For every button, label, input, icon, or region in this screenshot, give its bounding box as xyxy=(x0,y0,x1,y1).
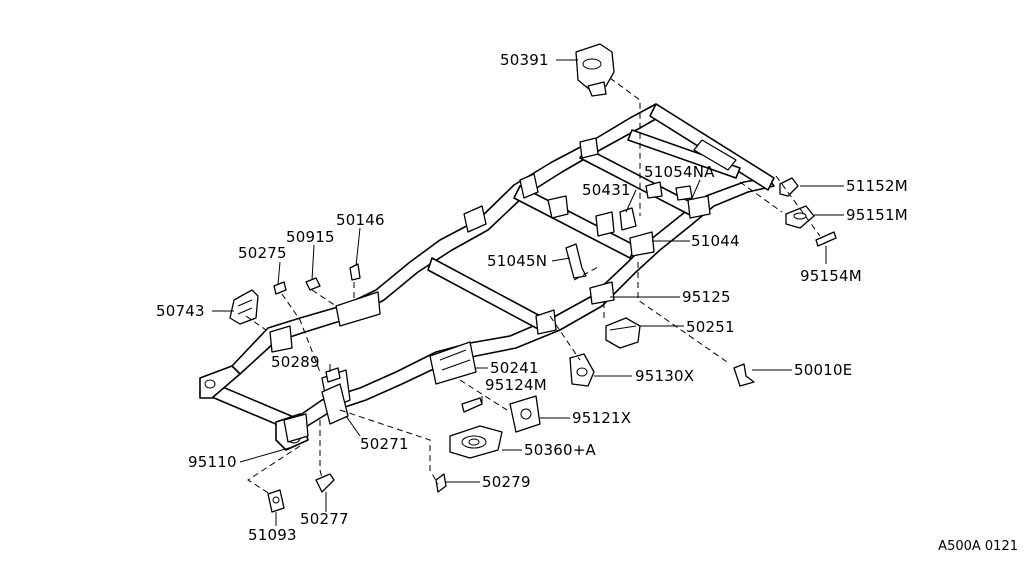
label-51093: 51093 xyxy=(248,526,297,544)
label-50271: 50271 xyxy=(360,435,409,453)
label-95121x: 95121X xyxy=(572,409,632,427)
label-50391: 50391 xyxy=(500,51,549,69)
label-50277: 50277 xyxy=(300,510,349,528)
label-51152m: 51152M xyxy=(846,177,908,195)
label-50431: 50431 xyxy=(582,181,631,199)
label-50146: 50146 xyxy=(336,211,385,229)
label-50743: 50743 xyxy=(156,302,205,320)
label-95110: 95110 xyxy=(188,453,237,471)
label-50241: 50241 xyxy=(490,359,539,377)
label-50010e: 50010E xyxy=(794,361,853,379)
pad-50360 xyxy=(449,425,503,459)
label-50275: 50275 xyxy=(238,244,287,262)
label-51054na: 51054NA xyxy=(644,163,715,181)
label-50360a: 50360+A xyxy=(524,441,596,459)
label-50279: 50279 xyxy=(482,473,531,491)
alignment-lines xyxy=(245,77,821,495)
mount-50251 xyxy=(605,317,641,349)
loose-parts xyxy=(229,43,837,513)
label-50915: 50915 xyxy=(286,228,335,246)
drawing-code: A500A 0121 xyxy=(938,539,1018,554)
mount-50391 xyxy=(575,43,615,91)
label-50251: 50251 xyxy=(686,318,735,336)
bracket-50743 xyxy=(229,289,259,325)
label-95124m: 95124M xyxy=(485,376,547,394)
label-50289: 50289 xyxy=(271,353,320,371)
label-51045n: 51045N xyxy=(487,252,548,270)
label-95125: 95125 xyxy=(682,288,731,306)
label-95130x: 95130X xyxy=(635,367,695,385)
label-95151m: 95151M xyxy=(846,206,908,224)
chassis-frame xyxy=(199,103,775,451)
label-95154m: 95154M xyxy=(800,267,862,285)
label-51044: 51044 xyxy=(691,232,740,250)
leader-lines xyxy=(212,59,844,526)
